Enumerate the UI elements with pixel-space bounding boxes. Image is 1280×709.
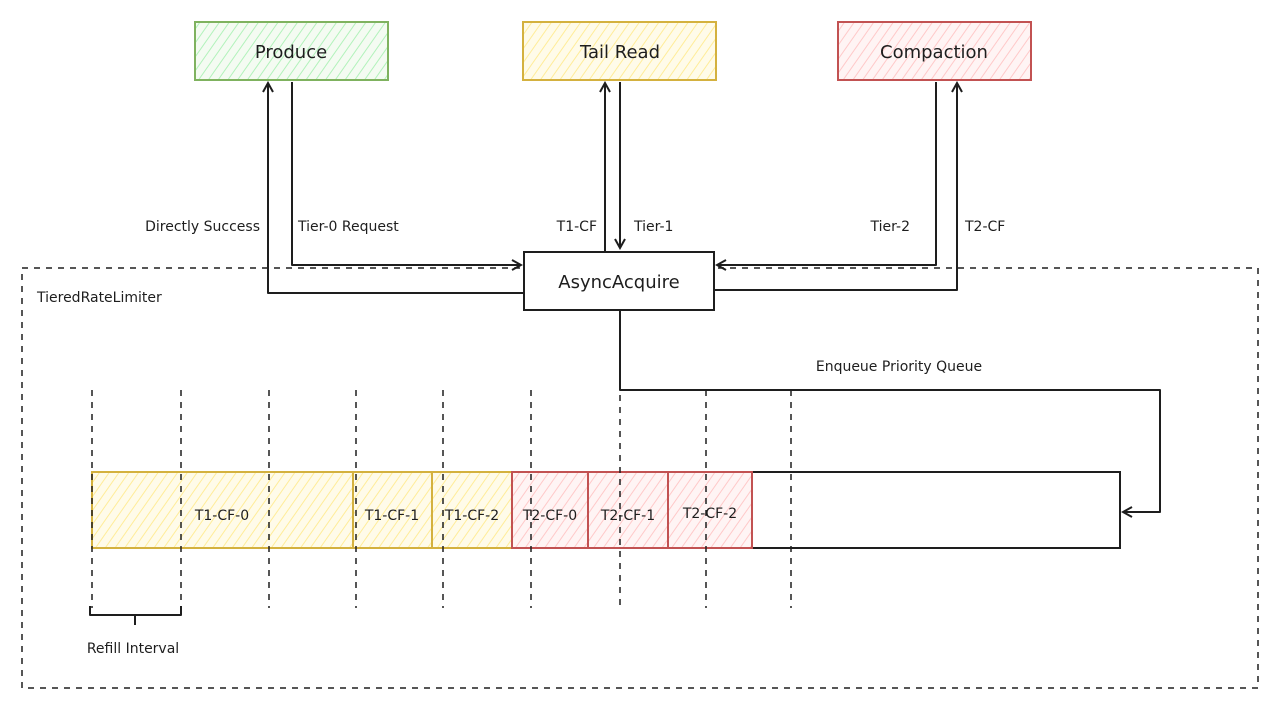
refill-grid-lines <box>91 390 792 608</box>
tier0-request-label: Tier-0 Request <box>297 219 399 235</box>
segment-label: T2-CF-2 <box>682 506 737 522</box>
async-acquire-label: AsyncAcquire <box>558 272 679 293</box>
enqueue-label: Enqueue Priority Queue <box>816 359 982 375</box>
directly-success-arrow <box>268 83 524 294</box>
async-acquire-node[interactable]: AsyncAcquire <box>523 251 715 311</box>
segment-label: T2-CF-1 <box>600 508 655 524</box>
refill-interval-bracket <box>89 606 182 625</box>
queue-segment: T2-CF-1 <box>587 471 669 549</box>
tier0-request-arrow <box>291 82 521 265</box>
tier2-label: Tier-2 <box>870 219 910 235</box>
queue-segment: T1-CF-0 <box>91 471 354 549</box>
queue-segment: T1-CF-2 <box>431 471 513 549</box>
queue-segment: T1-CF-1 <box>352 471 433 549</box>
segment-label: T1-CF-0 <box>194 508 249 524</box>
queue-segment: T2-CF-2 <box>667 471 753 549</box>
container-label: TieredRateLimiter <box>36 290 162 306</box>
segment-label: T2-CF-0 <box>522 508 577 524</box>
compaction-node[interactable]: Compaction <box>837 21 1032 81</box>
segment-label: T1-CF-2 <box>444 508 499 524</box>
refill-interval-label: Refill Interval <box>87 641 179 657</box>
enqueue-arrow <box>619 310 1161 512</box>
tier2-arrow <box>717 82 937 265</box>
compaction-label: Compaction <box>880 42 988 63</box>
t2-cf-label: T2-CF <box>964 219 1005 235</box>
t1-cf-label: T1-CF <box>556 219 597 235</box>
directly-success-label: Directly Success <box>145 219 260 235</box>
tail-read-label: Tail Read <box>579 42 660 63</box>
t2-cf-arrow <box>714 83 957 291</box>
segment-label: T1-CF-1 <box>364 508 419 524</box>
tier1-label: Tier-1 <box>633 219 673 235</box>
produce-node[interactable]: Produce <box>194 21 389 81</box>
tail-read-node[interactable]: Tail Read <box>522 21 717 81</box>
produce-label: Produce <box>255 42 327 63</box>
queue-segment: T2-CF-0 <box>511 471 589 549</box>
